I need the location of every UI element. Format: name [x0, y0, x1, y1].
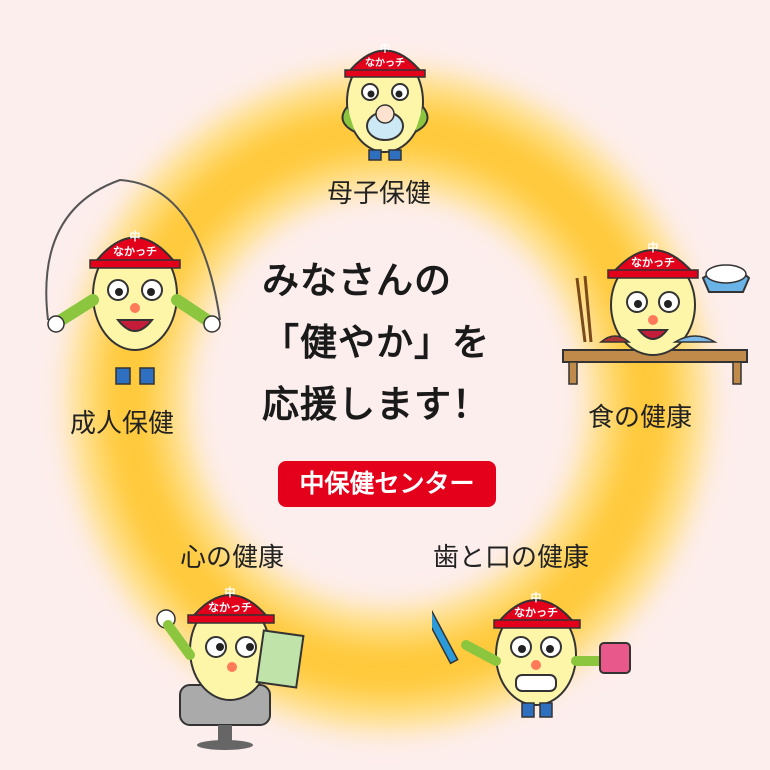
label-maternal: 母子保健 [327, 179, 432, 209]
label-mind: 心の健康 [180, 543, 285, 573]
mascot-maternal: 中 なかっチ [341, 42, 429, 161]
mascot-mind: 中 なかっチ [156, 585, 305, 750]
cap-mark: 中 [648, 240, 659, 254]
cap-label: なかっチ [113, 245, 157, 258]
mascot-adult: 中 なかっチ [45, 178, 221, 385]
label-adult: 成人保健 [70, 409, 175, 439]
cap-label: なかっチ [514, 606, 558, 619]
cap-label: なかっチ [208, 601, 252, 614]
mascot-dental: 中 なかっチ [432, 590, 631, 718]
center-message: みなさんの 「健やか」を 応援します！ [262, 250, 522, 436]
cap-mark: 中 [380, 42, 390, 55]
center-line-2: 「健やか」を [262, 321, 490, 364]
cap-label: なかっチ [631, 256, 675, 269]
center-line-3: 応援します！ [262, 383, 490, 426]
center-badge: 中保健センター [278, 461, 496, 507]
cap-mark: 中 [225, 585, 236, 599]
label-dental: 歯と口の健康 [433, 543, 590, 573]
cap-mark: 中 [130, 229, 141, 243]
cap-label: なかっチ [365, 57, 405, 69]
mascot-food: 中 なかっチ [562, 240, 751, 385]
cap-mark: 中 [531, 590, 542, 604]
center-line-1: みなさんの [262, 259, 452, 302]
label-food: 食の健康 [588, 403, 693, 433]
